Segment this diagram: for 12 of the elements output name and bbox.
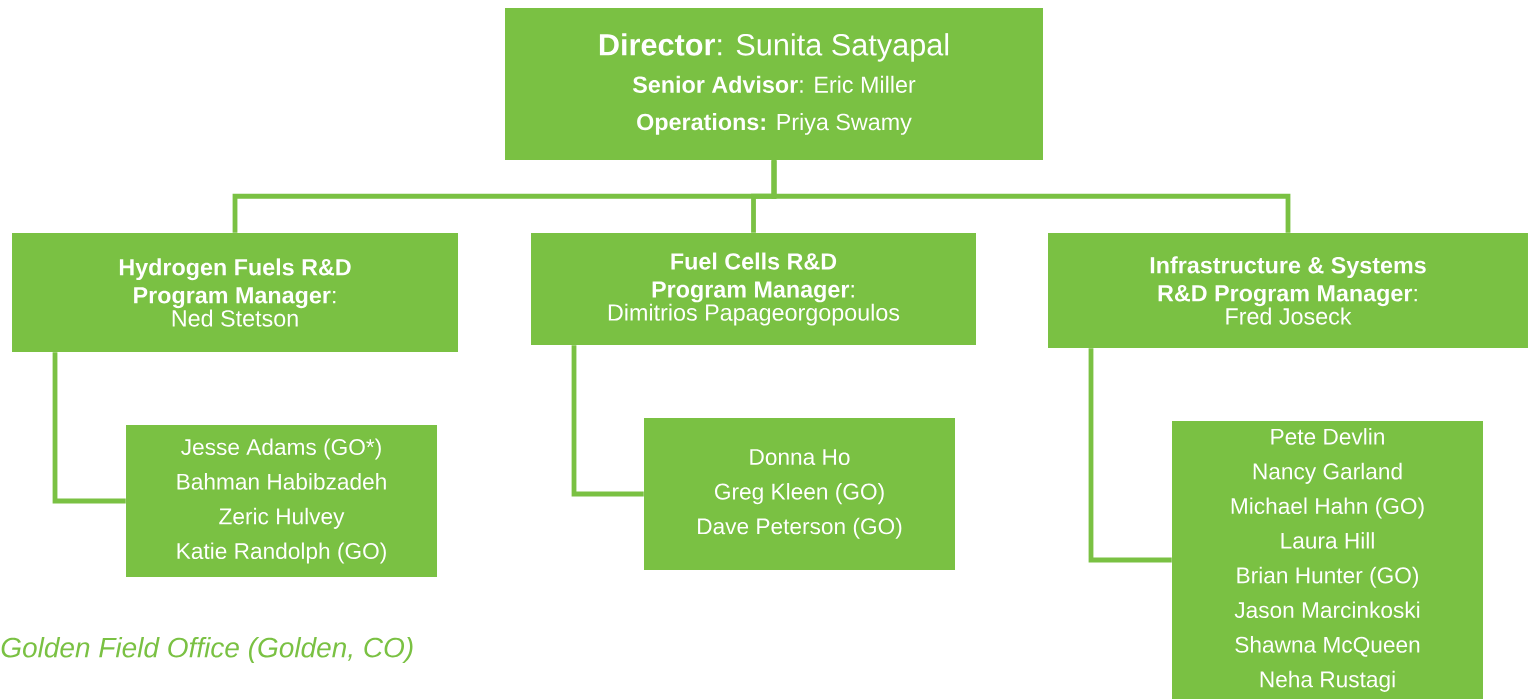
staff-box: Donna Ho Greg Kleen (GO) Dave Peterson (GO) [644, 418, 955, 570]
staff-box: Jesse Adams (GO*) Bahman Habibzadeh Zeric Hulvey Katie Randolph (GO) [126, 425, 437, 577]
connector-line [771, 160, 1291, 233]
manager-box: Hydrogen Fuels R&D Program Manager: Ned Stetson [12, 233, 458, 352]
connector-line [1088, 348, 1172, 563]
connector-line [571, 345, 644, 497]
manager-box: Infrastructure & Systems R&D Program Manager: Fred Joseck [1048, 233, 1528, 348]
staff-box: Pete Devlin Nancy Garland Michael Hahn (GO) Laura Hill Brian Hunter (GO) Jason Marcinkoski Shawna McQueen Neha Rustagi [1172, 421, 1483, 699]
connector-line [52, 352, 126, 504]
manager-box: Fuel Cells R&D Program Manager: Dimitrios Papageorgopoulos [531, 233, 976, 345]
director-box: Director: Sunita Satyapal Senior Advisor: Eric Miller Operations: Priya Swamy [505, 8, 1043, 160]
note: Golden Field Office (Golden, CO) [1, 636, 413, 664]
